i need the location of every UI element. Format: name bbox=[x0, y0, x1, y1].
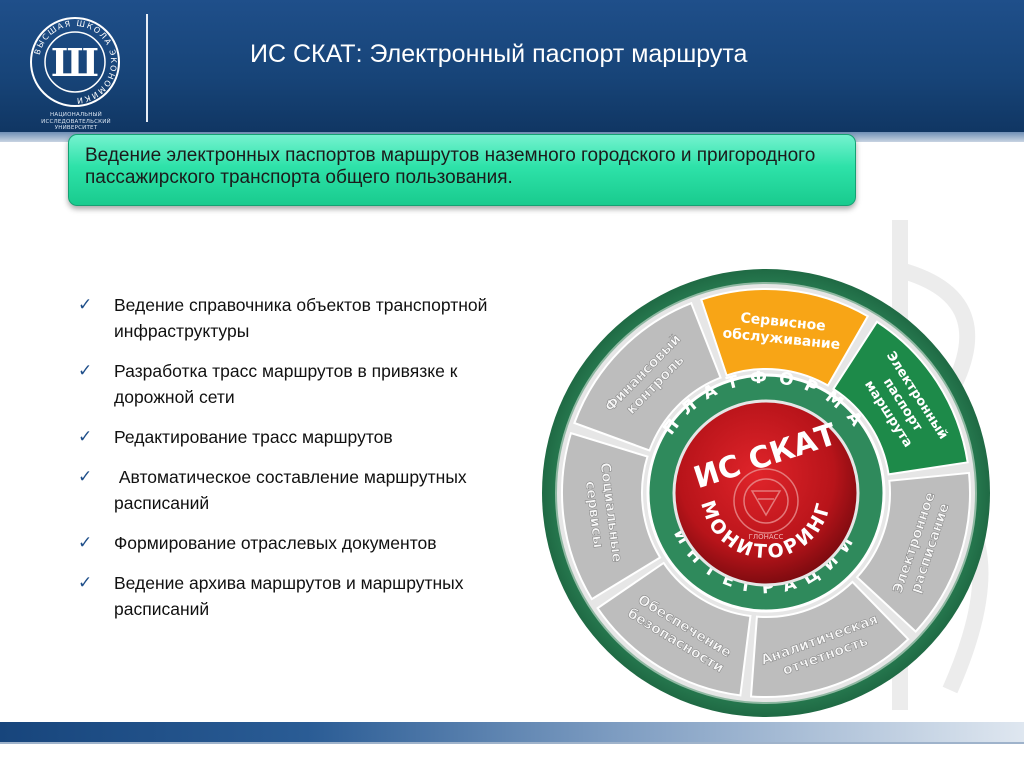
wheel-segment-4 bbox=[749, 580, 910, 698]
check-icon: ✓ bbox=[78, 467, 93, 486]
feature-list: ✓ Ведение справочника объектов транспортн… bbox=[78, 292, 518, 636]
list-item: ✓ Автоматическое составление маршрутных … bbox=[78, 464, 518, 516]
check-icon: ✓ bbox=[78, 295, 93, 314]
list-item-text: Разработка трасс маршрутов в привязке к … bbox=[114, 361, 458, 407]
header-bar bbox=[0, 0, 1024, 140]
logo-caption-line1: НАЦИОНАЛЬНЫЙ ИССЛЕДОВАТЕЛЬСКИЙ bbox=[41, 112, 111, 125]
list-item: ✓ Ведение справочника объектов транспортн… bbox=[78, 292, 518, 344]
wheel-segment-6 bbox=[561, 431, 662, 601]
page-title: ИС СКАТ: Электронный паспорт маршрута bbox=[250, 40, 748, 68]
wheel-segment-1 bbox=[700, 288, 870, 387]
wheel-segment-3 bbox=[855, 471, 971, 633]
list-item-text: Ведение архива маршрутов и маршрутных ра… bbox=[114, 573, 464, 619]
list-item: ✓ Редактирование трасс маршрутов bbox=[78, 424, 518, 450]
list-item-text: Автоматическое составление маршрутных ра… bbox=[114, 467, 472, 513]
university-logo: ВЫСШАЯ ШКОЛА ЭКОНОМИКИ Ш НАЦИОНАЛЬНЫЙ ИС… bbox=[20, 12, 132, 132]
list-item: ✓ Ведение архива маршрутов и маршрутных р… bbox=[78, 570, 518, 622]
wheel-segments: СервисноеобслуживаниеЭлектронныйпаспортм… bbox=[561, 288, 971, 698]
list-item-text: Ведение справочника объектов транспортно… bbox=[114, 295, 488, 341]
wheel-segment-2 bbox=[832, 320, 969, 476]
check-icon: ✓ bbox=[78, 533, 93, 552]
list-item: ✓ Формирование отраслевых документов bbox=[78, 530, 518, 556]
logo-emblem: ВЫСШАЯ ШКОЛА ЭКОНОМИКИ Ш bbox=[30, 17, 120, 107]
check-icon: ✓ bbox=[78, 361, 93, 380]
wheel-segment-7 bbox=[573, 301, 722, 452]
center-disc bbox=[672, 399, 860, 587]
logo-letter: Ш bbox=[51, 40, 99, 85]
system-wheel-diagram: СервисноеобслуживаниеЭлектронныйпаспортм… bbox=[542, 269, 990, 717]
check-icon: ✓ bbox=[78, 573, 93, 592]
list-item: ✓ Разработка трасс маршрутов в привязке к… bbox=[78, 358, 518, 410]
wheel-segment-5 bbox=[596, 561, 752, 697]
glonass-emblem bbox=[733, 468, 799, 534]
footer-line bbox=[0, 742, 1024, 744]
list-item-text: Формирование отраслевых документов bbox=[114, 533, 437, 553]
check-icon: ✓ bbox=[78, 427, 93, 446]
emblem-caption: ГЛОНАСС bbox=[749, 533, 784, 541]
summary-banner: Ведение электронных паспортов маршрутов … bbox=[68, 134, 856, 206]
header-divider bbox=[146, 14, 148, 122]
footer-bar bbox=[0, 722, 1024, 742]
logo-caption: НАЦИОНАЛЬНЫЙ ИССЛЕДОВАТЕЛЬСКИЙ УНИВЕРСИТ… bbox=[20, 112, 132, 132]
logo-caption-line2: УНИВЕРСИТЕТ bbox=[54, 125, 98, 131]
list-item-text: Редактирование трасс маршрутов bbox=[114, 427, 393, 447]
